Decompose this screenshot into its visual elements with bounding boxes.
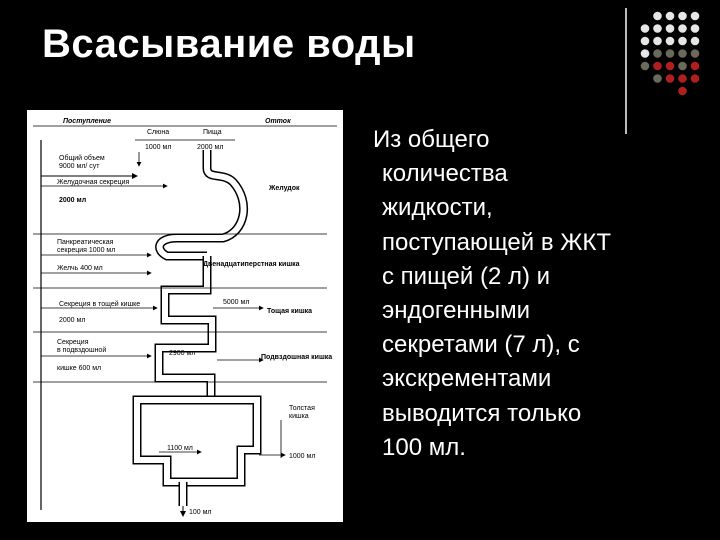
- decorative-dot: [690, 11, 700, 21]
- decorative-dot: [665, 49, 675, 58]
- decorative-dot-grid: [640, 11, 700, 96]
- divider-line: [625, 8, 627, 134]
- label-bile: Желчь 400 мл: [57, 265, 103, 272]
- body-line: с пищей (2 л) и: [382, 262, 551, 290]
- small-intestine-lumen: [156, 256, 215, 400]
- body-text: Из общего количества жидкости, поступающ…: [373, 123, 703, 465]
- decorative-dot: [678, 61, 687, 71]
- label-pancreatic-1: Панкреатическая: [57, 239, 114, 246]
- label-colon-2: кишка: [289, 413, 309, 420]
- decorative-dot: [653, 61, 662, 71]
- decorative-dot: [653, 74, 662, 83]
- value-colon-in: 1100 мл: [167, 445, 193, 452]
- value-colon-out: 1000 мл: [289, 453, 315, 460]
- value-saliva: 1000 мл: [145, 144, 171, 151]
- decorative-dot: [678, 74, 687, 83]
- label-ileum: Подвздошная кишка: [261, 354, 332, 361]
- decorative-dot: [665, 61, 675, 71]
- decorative-dot: [678, 36, 687, 46]
- decorative-dot: [653, 11, 662, 21]
- value-gastric: 2000 мл: [59, 197, 86, 204]
- decorative-dot: [665, 24, 675, 33]
- value-jejunum-out: 5000 мл: [223, 299, 249, 306]
- water-absorption-diagram: Поступление Отток Слюна 1000 мл Пища 200…: [27, 110, 343, 522]
- label-total-1: Общий объем: [59, 154, 105, 162]
- decorative-dot: [653, 36, 662, 46]
- label-stomach: Желудок: [268, 185, 300, 192]
- decorative-dot: [665, 11, 675, 21]
- body-line: выводится только: [382, 399, 582, 427]
- decorative-dot: [640, 49, 650, 58]
- header-outflow: Отток: [265, 118, 291, 125]
- colon-lumen: [134, 397, 260, 485]
- label-jejunum: Тощая кишка: [267, 308, 312, 315]
- body-line: количества: [382, 160, 508, 188]
- body-line: экскрементами: [382, 365, 552, 393]
- body-line: жидкости,: [382, 194, 493, 222]
- decorative-dot: [640, 61, 650, 71]
- gi-tract-figure: Поступление Отток Слюна 1000 мл Пища 200…: [33, 118, 337, 517]
- label-saliva: Слюна: [147, 129, 169, 136]
- decorative-dot: [678, 86, 687, 96]
- decorative-dot: [653, 24, 662, 33]
- decorative-dot: [640, 24, 650, 33]
- body-line: поступающей в ЖКТ: [382, 228, 612, 256]
- decorative-dot: [653, 49, 662, 58]
- label-total-2: 9000 мл/ сут: [59, 163, 100, 170]
- decorative-dot: [665, 36, 675, 46]
- decorative-dot: [690, 74, 700, 83]
- body-line: 100 мл.: [382, 433, 466, 461]
- value-excreted: 100 мл: [189, 509, 212, 516]
- stomach-lumen: [156, 150, 247, 259]
- value-jejunum-secretion: 2000 мл: [59, 317, 85, 324]
- body-line: эндогенными: [382, 297, 531, 325]
- label-ileum-sec-1: Секреция: [57, 339, 89, 346]
- body-line: секретами (7 л), с: [382, 331, 580, 359]
- slide-title: Всасывание воды: [42, 22, 416, 66]
- label-ileum-sec-3: кишке 600 мл: [57, 365, 101, 372]
- decorative-dot: [690, 36, 700, 46]
- label-jejunum-secretion: Секреция в тощей кишке: [59, 300, 140, 308]
- decorative-dot: [665, 74, 675, 83]
- decorative-dot: [678, 24, 687, 33]
- decorative-dot: [678, 49, 687, 58]
- decorative-dot: [678, 11, 687, 21]
- header-intake: Поступление: [63, 118, 111, 125]
- label-food: Пища: [203, 129, 222, 136]
- decorative-dot: [640, 36, 650, 46]
- label-colon-1: Толстая: [289, 405, 315, 412]
- decorative-dot: [690, 24, 700, 33]
- value-food: 2000 мл: [197, 144, 223, 151]
- label-duodenum: Двенадцатиперстная кишка: [203, 261, 300, 268]
- body-line: Из общего: [373, 126, 490, 153]
- label-ileum-sec-2: в подвздошной: [57, 346, 106, 354]
- label-gastric: Желудочная секреция: [57, 179, 130, 186]
- label-pancreatic-2: секреция 1000 мл: [57, 247, 115, 254]
- decorative-dot: [690, 61, 700, 71]
- value-ileum-out: 2900 мл: [169, 350, 195, 357]
- decorative-dot: [690, 49, 700, 58]
